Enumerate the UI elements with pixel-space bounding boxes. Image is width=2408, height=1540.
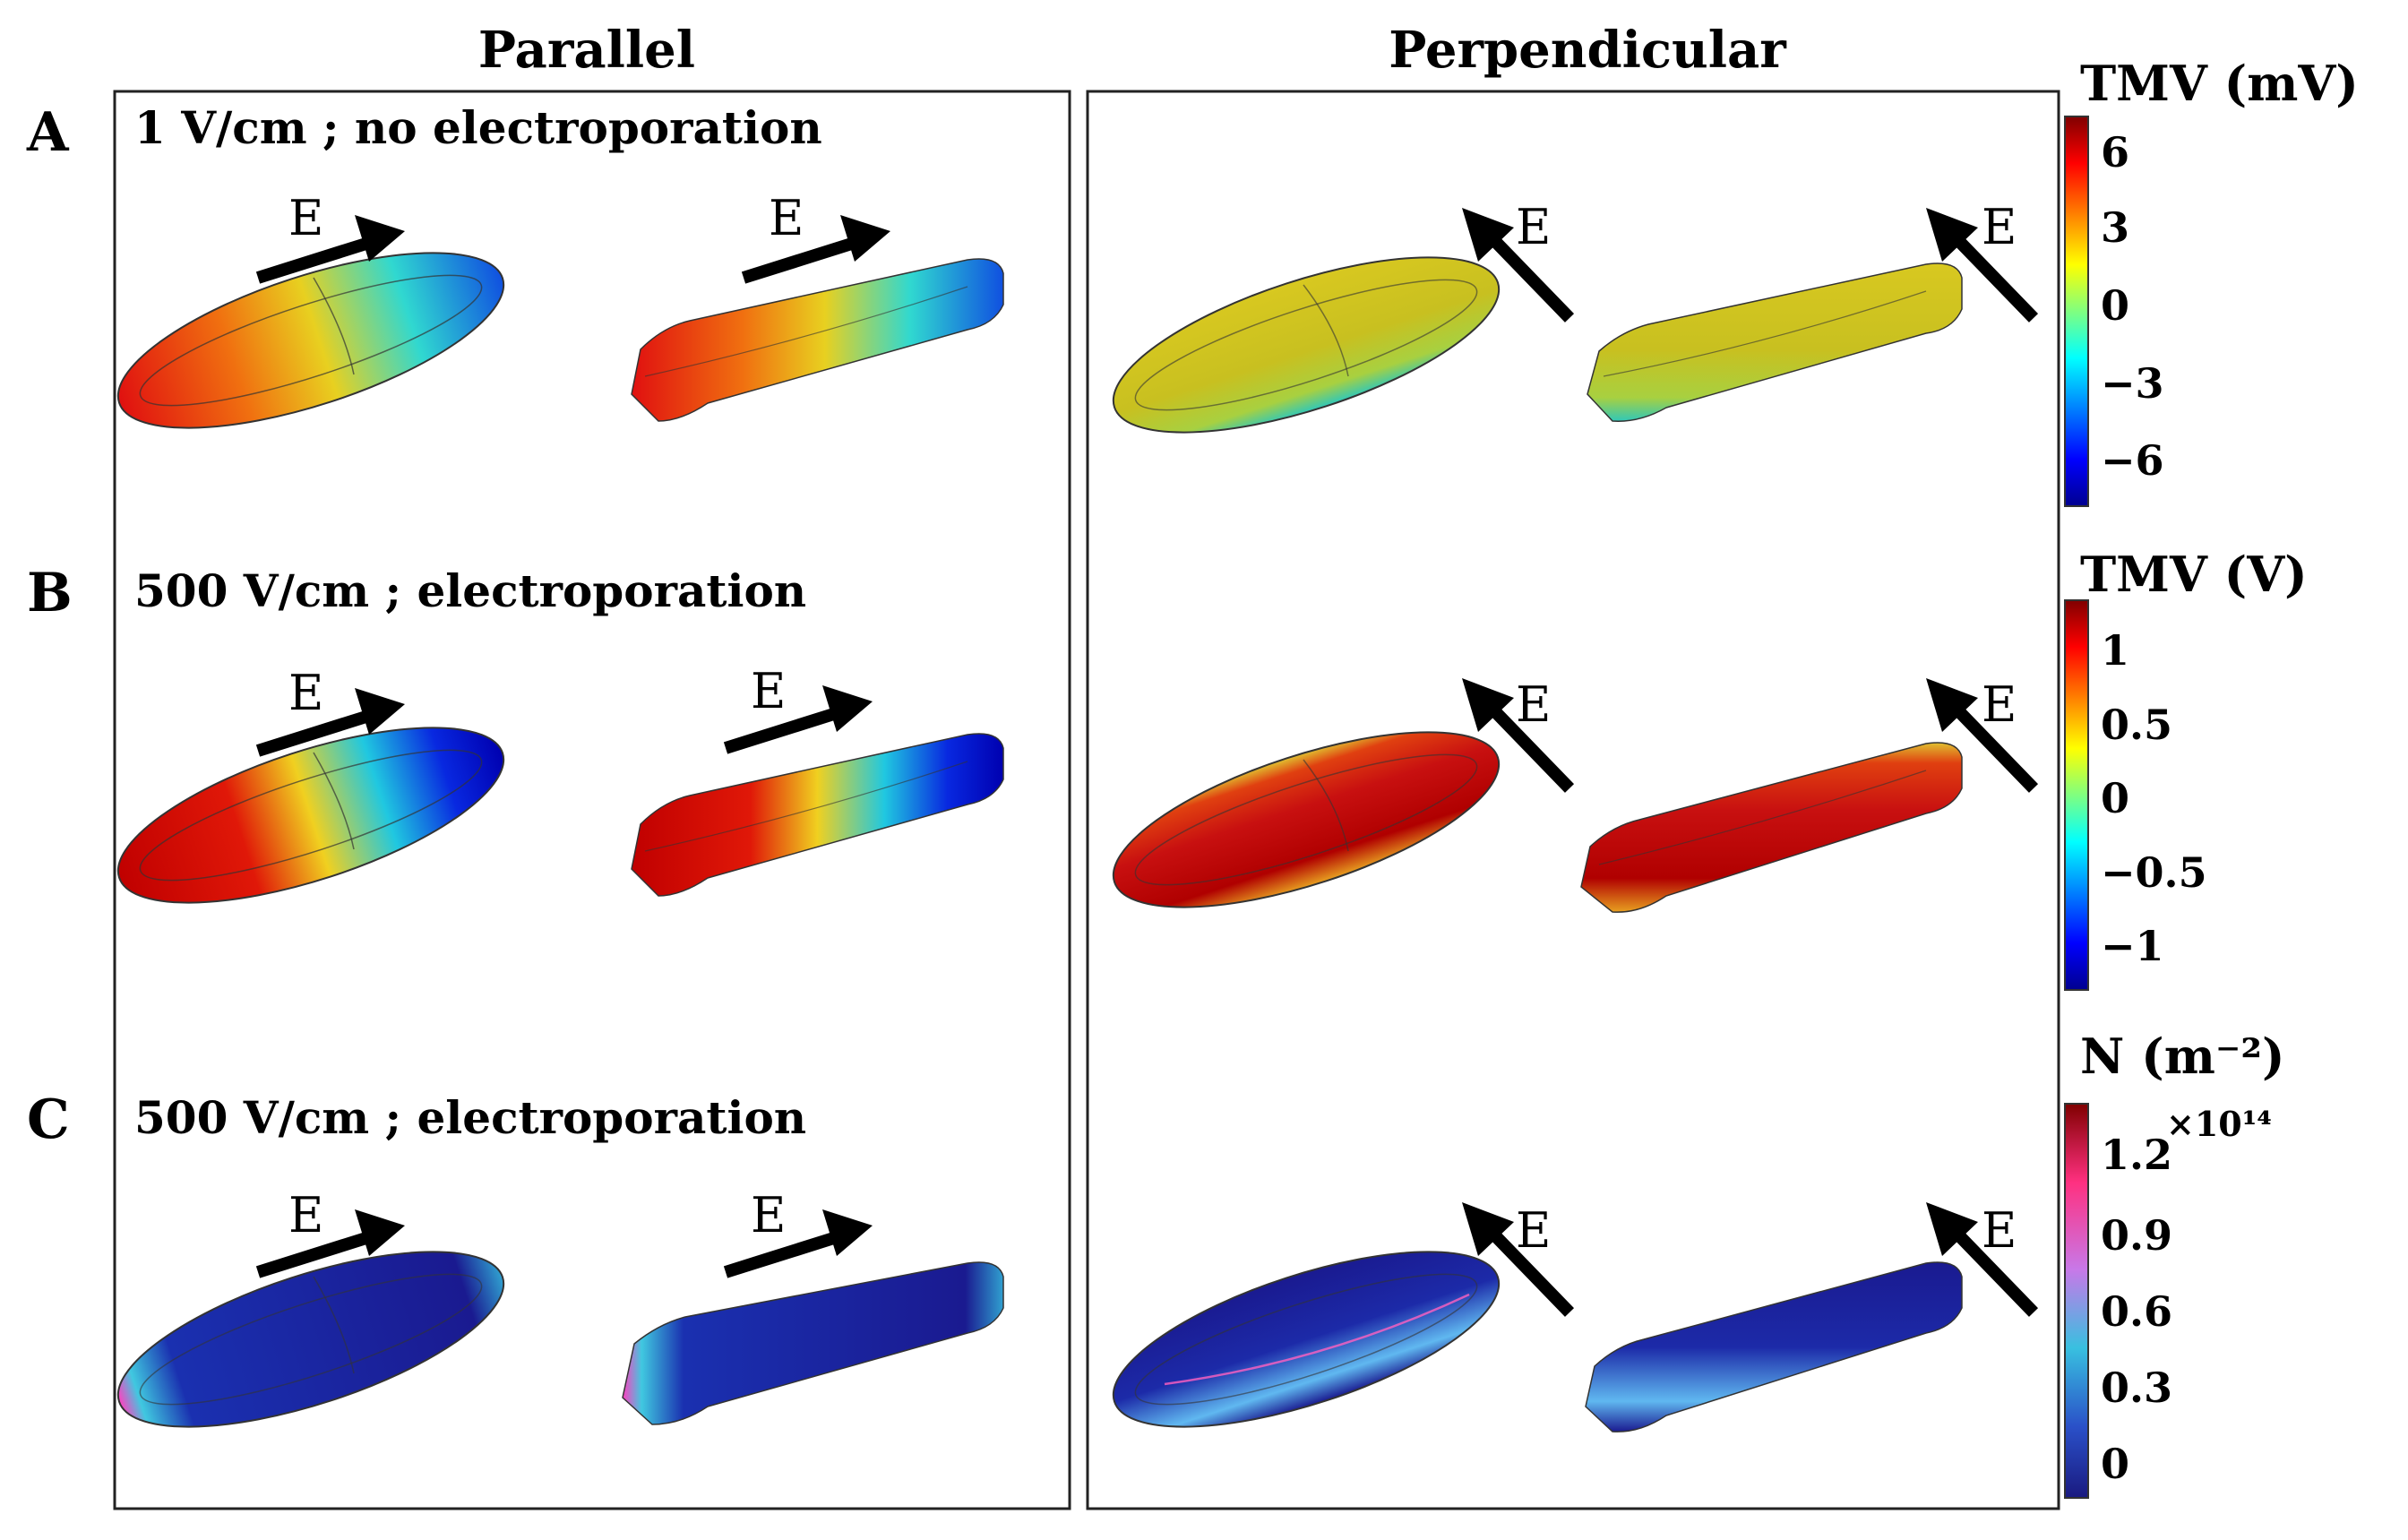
field-arrow-perpendicular-b2: E — [1926, 676, 2039, 793]
field-arrow-parallel-b1: E — [255, 665, 405, 757]
tick: 3 — [2101, 203, 2129, 252]
tick: −1 — [2101, 922, 2164, 970]
ellipsoid-perpendicular-c — [1112, 1251, 1501, 1428]
field-label: E — [751, 663, 786, 719]
realistic-cell-parallel-b — [631, 733, 1004, 897]
ellipsoid-parallel-c — [116, 1251, 505, 1428]
field-arrow-parallel-c2: E — [723, 1187, 873, 1278]
field-arrow-parallel-a2: E — [741, 190, 890, 284]
colorbar-density — [2064, 1103, 2089, 1499]
ellipsoid-parallel-b — [116, 727, 505, 904]
panel-frame-parallel — [113, 90, 1071, 1510]
ellipsoid-parallel-a — [116, 252, 505, 429]
field-label: E — [1516, 676, 1551, 733]
field-arrow-perpendicular-a1: E — [1462, 199, 1575, 323]
tick: 0 — [2101, 1440, 2129, 1488]
tick: 6 — [2101, 128, 2129, 176]
colorbar-title-density: N (m⁻²) — [2080, 1028, 2285, 1085]
colorbar-multiplier: ×10¹⁴ — [2166, 1104, 2272, 1144]
realistic-cell-perpendicular-b — [1580, 742, 1963, 913]
colorbar-tmv-mv — [2064, 116, 2089, 507]
field-label: E — [288, 190, 323, 246]
colorbar-ticks-tmv-mv: 6 3 0 −3 −6 — [2101, 128, 2164, 485]
field-arrow-perpendicular-b1: E — [1462, 676, 1575, 793]
field-arrow-perpendicular-c2: E — [1926, 1202, 2039, 1317]
field-label: E — [751, 1187, 786, 1243]
colorbar-tmv-v — [2064, 599, 2089, 991]
condition-c: 500 V/cm ; electroporation — [134, 1091, 806, 1144]
tick: 1 — [2101, 626, 2129, 675]
tick: 0 — [2101, 281, 2129, 330]
tick: −6 — [2101, 436, 2164, 485]
header-perpendicular: Perpendicular — [1389, 21, 1787, 80]
row-label-a: A — [26, 101, 70, 164]
tick: 0.9 — [2101, 1211, 2172, 1260]
field-label: E — [769, 190, 804, 246]
ellipsoid-perpendicular-a — [1112, 256, 1501, 434]
realistic-cell-perpendicular-a — [1587, 262, 1963, 422]
field-arrow-parallel-b2: E — [723, 663, 873, 754]
tick: 0.3 — [2101, 1364, 2172, 1412]
condition-a: 1 V/cm ; no electroporation — [134, 101, 822, 154]
tick: 1.2 — [2101, 1131, 2172, 1179]
realistic-cell-perpendicular-c — [1585, 1261, 1963, 1432]
realistic-cell-parallel-a — [631, 258, 1004, 422]
colorbar-ticks-tmv-v: 1 0.5 0 −0.5 −1 — [2101, 626, 2207, 970]
field-arrow-parallel-a1: E — [255, 190, 405, 284]
tick: 0.6 — [2101, 1287, 2172, 1336]
field-label: E — [288, 1187, 323, 1243]
tick: −3 — [2101, 359, 2164, 408]
field-arrow-perpendicular-c1: E — [1462, 1202, 1575, 1317]
realistic-cell-parallel-c — [622, 1261, 1004, 1425]
ellipsoid-perpendicular-b — [1112, 731, 1501, 908]
field-label: E — [1982, 199, 2017, 255]
field-label: E — [288, 665, 323, 721]
colorbar-title-tmv-mv: TMV (mV) — [2080, 55, 2359, 112]
colorbar-title-tmv-v: TMV (V) — [2080, 546, 2308, 603]
condition-b: 500 V/cm ; electroporation — [134, 564, 806, 617]
field-label: E — [1982, 1202, 2017, 1259]
row-label-b: B — [27, 562, 73, 624]
panel-frame-perpendicular — [1086, 90, 2060, 1510]
header-parallel: Parallel — [478, 21, 695, 80]
field-label: E — [1516, 199, 1551, 255]
field-label: E — [1982, 676, 2017, 733]
row-label-c: C — [27, 1088, 70, 1151]
colorbar-ticks-density: 1.2 0.9 0.6 0.3 0 — [2101, 1131, 2172, 1488]
tick: 0.5 — [2101, 701, 2172, 749]
field-arrow-parallel-c1: E — [255, 1187, 405, 1278]
tick: −0.5 — [2101, 848, 2207, 897]
tick: 0 — [2101, 774, 2129, 822]
field-arrow-perpendicular-a2: E — [1926, 199, 2039, 323]
field-label: E — [1516, 1202, 1551, 1259]
